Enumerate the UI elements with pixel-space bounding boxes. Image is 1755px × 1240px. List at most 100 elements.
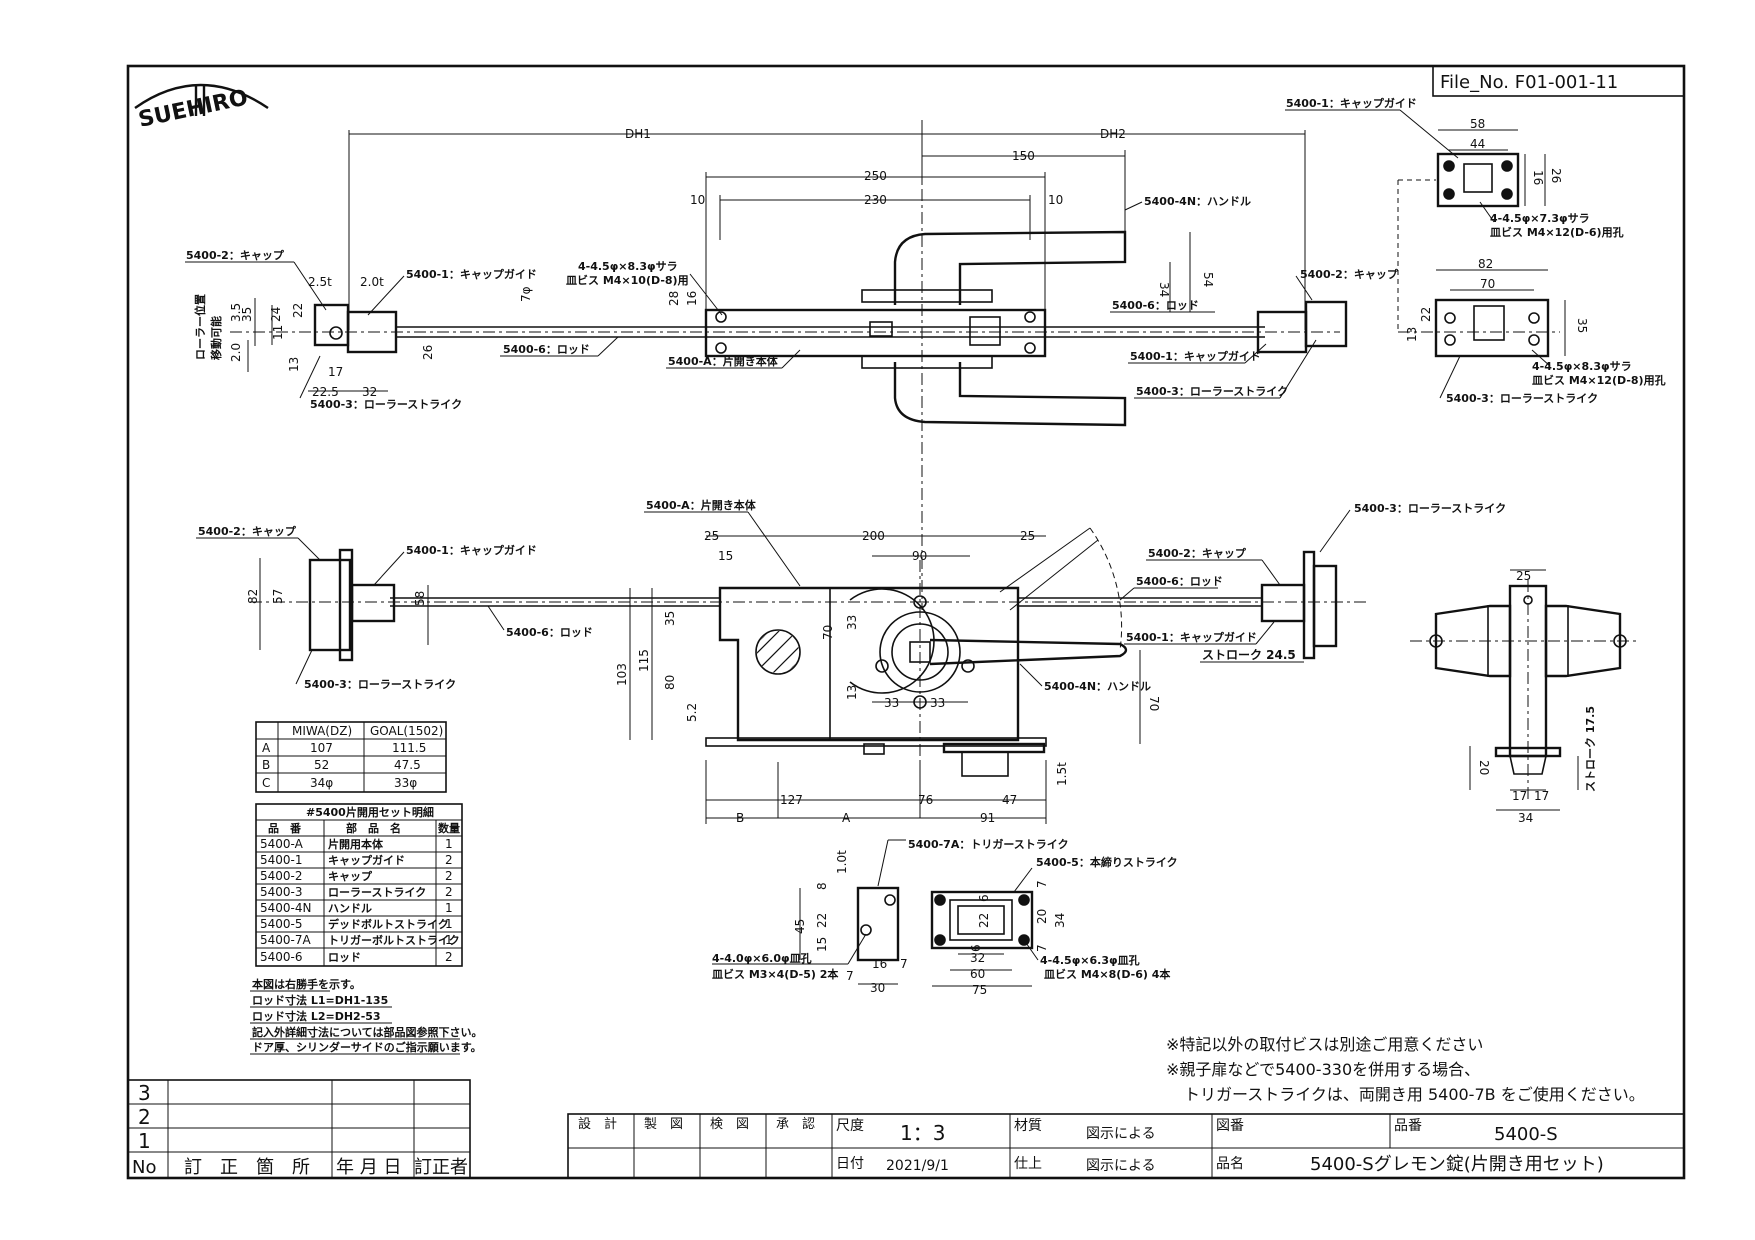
callout-roller-front: 5400-3：ローラーストライク — [304, 678, 456, 691]
dim-7d-strike: 7 — [1035, 944, 1049, 952]
callout-capguide-left: 5400-1：キャップガイド — [406, 267, 537, 281]
dim-7phi: 7φ — [519, 286, 533, 302]
callout-cap-left: 5400-2：キャップ — [186, 248, 285, 262]
holes1-rv: 4-4.5φ×7.3φサラ — [1490, 212, 1590, 225]
parts-r3c2: 2 — [445, 885, 453, 899]
parts-title: #5400片開用セット明細 — [306, 805, 434, 819]
dim-35-front: 35 — [663, 611, 677, 626]
dim-13: 13 — [287, 357, 301, 372]
dim-35-left: 35 — [240, 307, 254, 322]
callout-capguide-right: 5400-1：キャップガイド — [1130, 349, 1261, 363]
dim-13-front: 13 — [845, 685, 859, 700]
dim-45-strike: 45 — [793, 919, 807, 934]
dim-33-front: 33 — [845, 615, 859, 630]
note-2: ロッド寸法 L2=DH2-53 — [252, 1009, 381, 1023]
tb-design: 設 計 — [578, 1116, 617, 1132]
dim-22-5: 22.5 — [312, 385, 339, 399]
holes2-rv: 4-4.5φ×8.3φサラ — [1532, 360, 1632, 373]
dim-22b-strike: 22 — [977, 913, 991, 928]
dim-70-front: 70 — [821, 625, 835, 640]
note-3: 記入外詳細寸法については部品図参照下さい。 — [252, 1025, 482, 1039]
dim-58-rv: 58 — [1470, 117, 1485, 131]
dim-17a-side: 17 — [1512, 789, 1527, 803]
dim-34-strike: 34 — [1053, 913, 1067, 928]
parts-table: #5400片開用セット明細 品 番 部 品 名 数量 5400-A 片開用本体 … — [255, 803, 463, 967]
strike-views: 5400-7A：トリガーストライク 1.0t 8 45 22 15 16 7 3… — [712, 837, 1178, 997]
rev-h-location: 訂 正 箇 所 — [184, 1157, 310, 1178]
note-1: ロッド寸法 L1=DH1-135 — [252, 993, 388, 1007]
dim-150: 150 — [1012, 149, 1035, 163]
roller-strike-plan — [1434, 298, 1550, 358]
screw1-rv: 皿ビス M4×12(D-6)用孔 — [1490, 225, 1624, 239]
holes-trigger: 4-4.0φ×6.0φ皿孔 — [712, 952, 812, 965]
dim-22-left: 22 — [291, 303, 305, 318]
screw2-rv: 皿ビス M4×12(D-8)用孔 — [1532, 373, 1666, 387]
tb-name-label: 品名 — [1216, 1156, 1244, 1172]
dim-32: 32 — [362, 385, 377, 399]
tb-date: 2021/9/1 — [886, 1158, 949, 1174]
parts-r5c1: デッドボルトストライク — [328, 917, 449, 931]
parts-r5c0: 5400-5 — [260, 917, 303, 931]
parts-r2c0: 5400-2 — [260, 869, 303, 883]
table-a-r1c2: 47.5 — [394, 758, 421, 772]
table-a-r0c1: 107 — [310, 741, 333, 755]
dim-10a: 10 — [690, 193, 705, 207]
top-view: DH1 DH2 150 250 230 10 10 54 34 — [185, 120, 1560, 610]
dim-200-front: 200 — [862, 529, 885, 543]
dim-91-front: 91 — [980, 811, 995, 825]
rev-h-reviser: 訂正者 — [414, 1157, 468, 1178]
dim-13-rv: 13 — [1405, 327, 1419, 342]
rev-row-2: 2 — [138, 1105, 151, 1129]
suehiro-logo: SUEHIRO — [134, 83, 269, 133]
dim-47-front: 47 — [1002, 793, 1017, 807]
dim-15-front: 15 — [718, 549, 733, 563]
tb-product-no: 5400-S — [1494, 1124, 1558, 1145]
dim-17b-side: 17 — [1534, 789, 1549, 803]
file-no: File_No. F01-001-11 — [1440, 72, 1618, 93]
callout-rod-left: 5400-6：ロッド — [503, 343, 590, 356]
table-a-h1: MIWA(DZ) — [292, 724, 352, 738]
side-view: 25 20 17 17 34 ストローク 17.5 — [1410, 569, 1640, 825]
stroke-side: ストローク 17.5 — [1584, 706, 1597, 792]
callout-body-top: 5400-A：片開き本体 — [668, 354, 779, 368]
parts-r1c2: 2 — [445, 853, 453, 867]
parts-r4c1: ハンドル — [328, 902, 372, 915]
dim-60-strike: 60 — [970, 967, 985, 981]
parts-h1: 部 品 名 — [346, 821, 401, 835]
dim-5-2-front: 5.2 — [685, 703, 699, 722]
dim-2-5t: 2.5t — [308, 275, 332, 289]
dim-22-rv: 22 — [1419, 307, 1433, 322]
tb-scale: 1：3 — [900, 1121, 945, 1145]
capguide-plan — [1436, 152, 1520, 208]
dim-25b-front: 25 — [1020, 529, 1035, 543]
dim-54: 54 — [1201, 272, 1215, 287]
dim-70-rv: 70 — [1480, 277, 1495, 291]
parts-r6c0: 5400-7A — [260, 933, 312, 947]
parts-r7c0: 5400-6 — [260, 950, 303, 964]
table-a-r2c0: C — [262, 776, 270, 790]
dim-17: 17 — [328, 365, 343, 379]
dim-2-0t: 2.0t — [360, 275, 384, 289]
dim-24: 24 — [269, 307, 283, 322]
label-movable: 移動可能 — [209, 316, 223, 360]
dim-25a-front: 25 — [704, 529, 719, 543]
dim-58-front: 58 — [413, 591, 427, 606]
dim-dh1: DH1 — [625, 127, 651, 141]
callout-body-front: 5400-A：片開き本体 — [646, 498, 757, 512]
dim-127-front: 127 — [780, 793, 803, 807]
dim-20-strike: 20 — [1035, 909, 1049, 924]
dim-26-rv: 26 — [1549, 168, 1563, 183]
dim-230: 230 — [864, 193, 887, 207]
dim-70r-front: 70 — [1147, 696, 1161, 711]
tb-product-no-label: 品番 — [1394, 1118, 1422, 1134]
parts-r6c1: トリガーボルトストライク — [328, 933, 460, 947]
parts-r1c0: 5400-1 — [260, 853, 303, 867]
dim-dh2: DH2 — [1100, 127, 1126, 141]
dim-35-rv: 35 — [1575, 318, 1589, 333]
dim-57-front: 57 — [271, 589, 285, 604]
dim-6-strike: 6 — [977, 894, 991, 902]
parts-r7c2: 2 — [445, 950, 453, 964]
dim-22-strike: 22 — [815, 913, 829, 928]
table-a-r2c2: 33φ — [394, 776, 417, 790]
